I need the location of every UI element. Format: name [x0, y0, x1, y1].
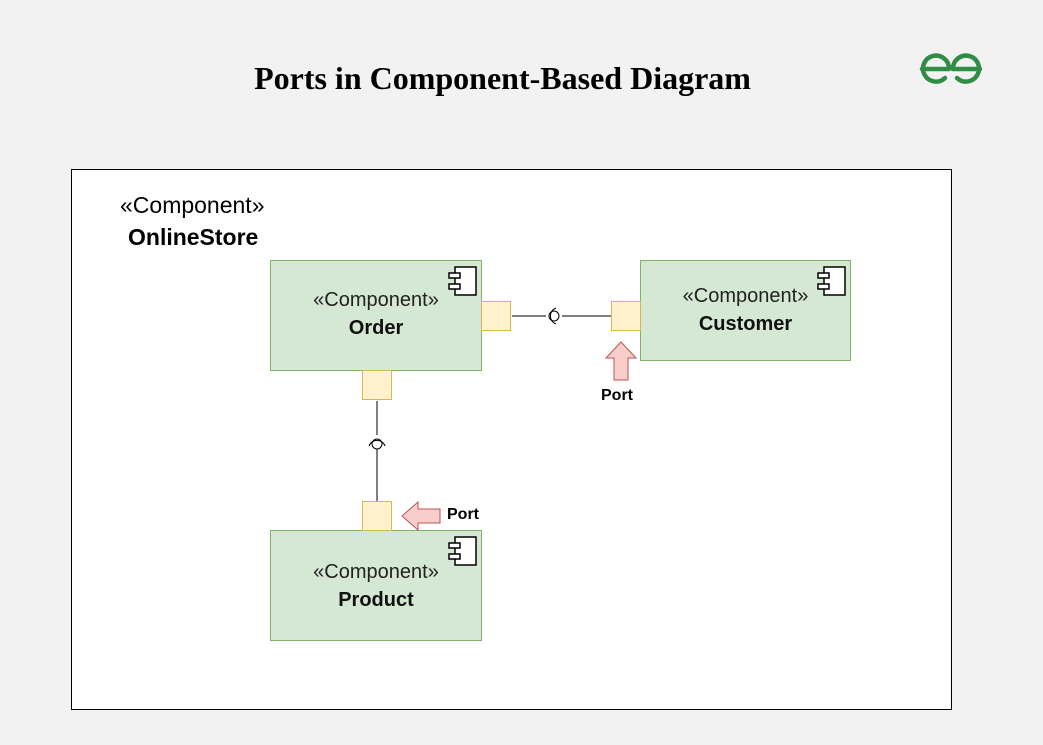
product-port-label: Port — [447, 506, 479, 523]
gfg-logo-icon — [919, 53, 983, 84]
order-bottom-port[interactable] — [362, 370, 392, 400]
order-customer-ball — [548, 310, 560, 322]
product-stereotype: «Component» — [313, 561, 439, 583]
customer-left-port[interactable] — [611, 301, 641, 331]
product-top-port[interactable] — [362, 501, 392, 531]
order-right-port[interactable] — [481, 301, 511, 331]
product-port-arrow-icon — [401, 500, 441, 532]
customer-component[interactable]: «Component» Customer — [640, 260, 851, 361]
container-name: OnlineStore — [128, 224, 259, 250]
order-customer-socket — [549, 307, 557, 325]
component-icon — [448, 536, 477, 566]
order-component[interactable]: «Component» Order — [270, 260, 482, 371]
container-stereotype: «Component» — [120, 192, 265, 218]
order-product-socket — [368, 439, 386, 447]
component-icon — [448, 266, 477, 296]
product-component[interactable]: «Component» Product — [270, 530, 482, 641]
component-icon — [817, 266, 846, 296]
order-name: Order — [348, 317, 404, 339]
customer-stereotype: «Component» — [682, 285, 809, 307]
product-name: Product — [338, 589, 414, 611]
diagram-title: Ports in Component-Based Diagram — [254, 60, 751, 96]
order-stereotype: «Component» — [313, 289, 439, 311]
onlinestore-container: «Component» OnlineStore «Component» Orde… — [71, 169, 952, 710]
customer-port-label: Port — [601, 387, 633, 404]
connector-wires — [368, 307, 612, 501]
customer-name: Customer — [698, 313, 793, 335]
customer-port-arrow-icon — [604, 341, 638, 381]
